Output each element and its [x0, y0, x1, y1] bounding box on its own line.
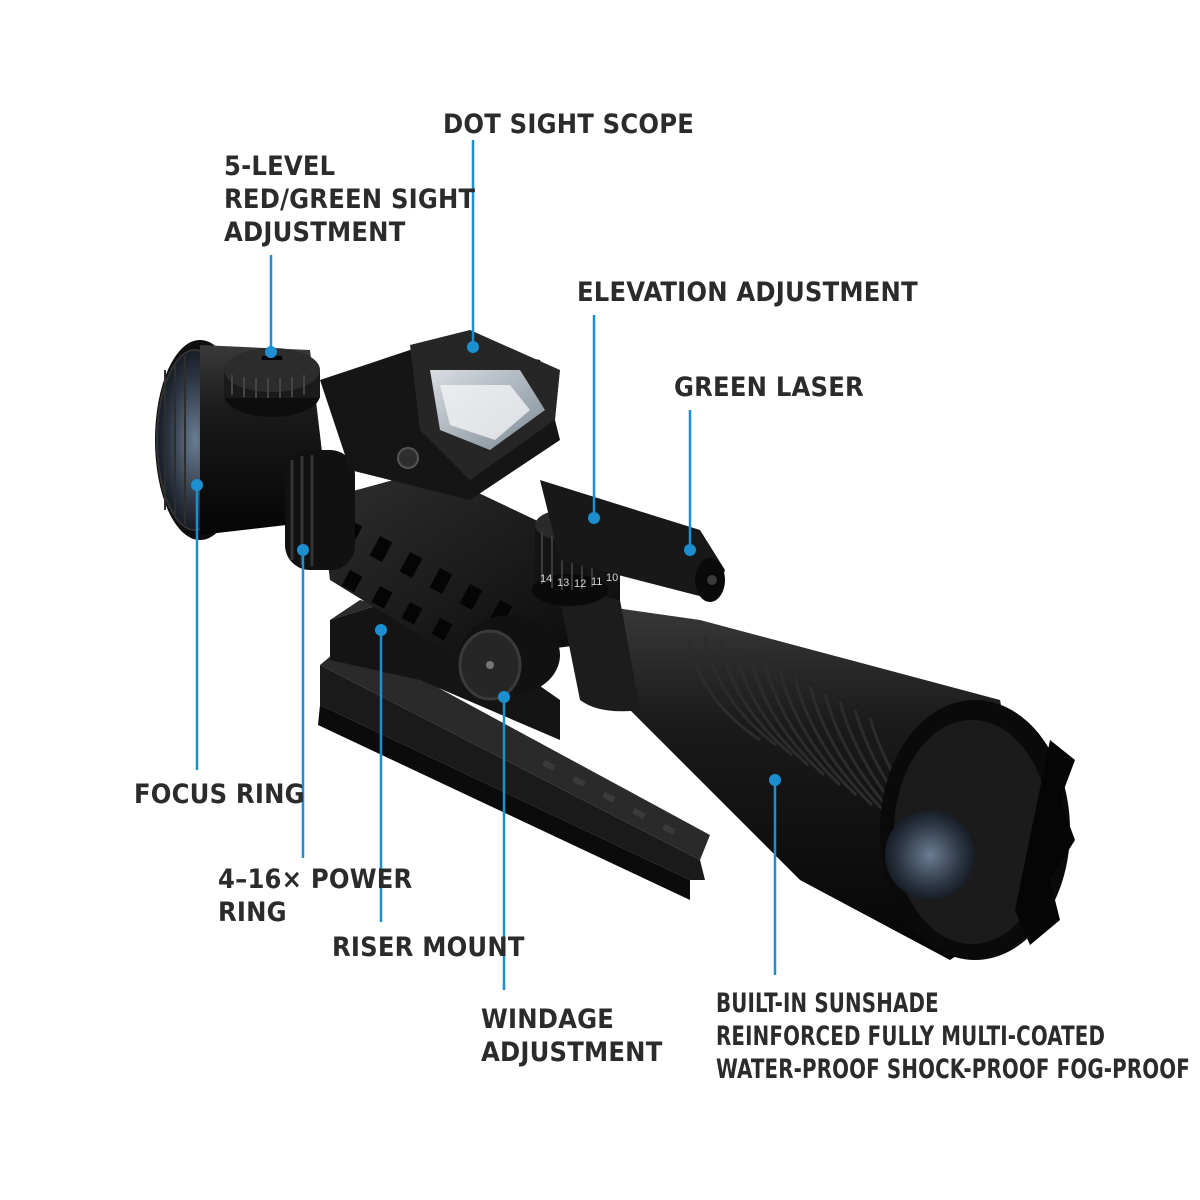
label-line: WINDAGE	[481, 1004, 615, 1035]
dial-number: 10	[606, 572, 618, 584]
label-line: RING	[218, 897, 287, 928]
label-sight-adjustment: 5-LEVEL RED/GREEN SIGHT ADJUSTMENT	[224, 150, 475, 249]
illumination-turret	[224, 348, 320, 417]
label-riser-mount: RISER MOUNT	[332, 932, 525, 963]
dot-sight	[320, 330, 560, 500]
label-line: ADJUSTMENT	[481, 1037, 663, 1068]
label-windage-adjustment: WINDAGE ADJUSTMENT	[481, 1003, 662, 1069]
label-green-laser: GREEN LASER	[674, 372, 864, 403]
main-tube	[560, 595, 1075, 960]
label-dot-sight-scope: DOT SIGHT SCOPE	[443, 109, 695, 140]
label-sunshade-features: BUILT-IN SUNSHADE REINFORCED FULLY MULTI…	[716, 987, 1190, 1086]
rail-body	[320, 470, 620, 660]
windage-turret	[458, 615, 560, 701]
label-line: BUILT-IN SUNSHADE	[716, 988, 939, 1019]
dial-number: 12	[574, 578, 586, 590]
elevation-dial-numbers: 14 13 12 11 10	[540, 572, 618, 590]
green-laser	[540, 480, 725, 602]
label-line: 5-LEVEL	[224, 151, 336, 182]
label-line: 4–16× POWER	[218, 864, 413, 895]
callout-lines	[191, 140, 781, 990]
label-line: WATER-PROOF SHOCK-PROOF FOG-PROOF	[716, 1054, 1190, 1085]
dial-number: 14	[540, 573, 552, 585]
label-elevation-adjustment: ELEVATION ADJUSTMENT	[577, 277, 918, 308]
label-line: ADJUSTMENT	[224, 217, 406, 248]
dial-number: 13	[557, 577, 569, 589]
label-line: REINFORCED FULLY MULTI-COATED	[716, 1021, 1106, 1052]
label-power-ring: 4–16× POWER RING	[218, 863, 412, 929]
label-line: RED/GREEN SIGHT	[224, 184, 476, 215]
label-focus-ring: FOCUS RING	[134, 779, 305, 810]
dial-number: 11	[591, 576, 602, 588]
